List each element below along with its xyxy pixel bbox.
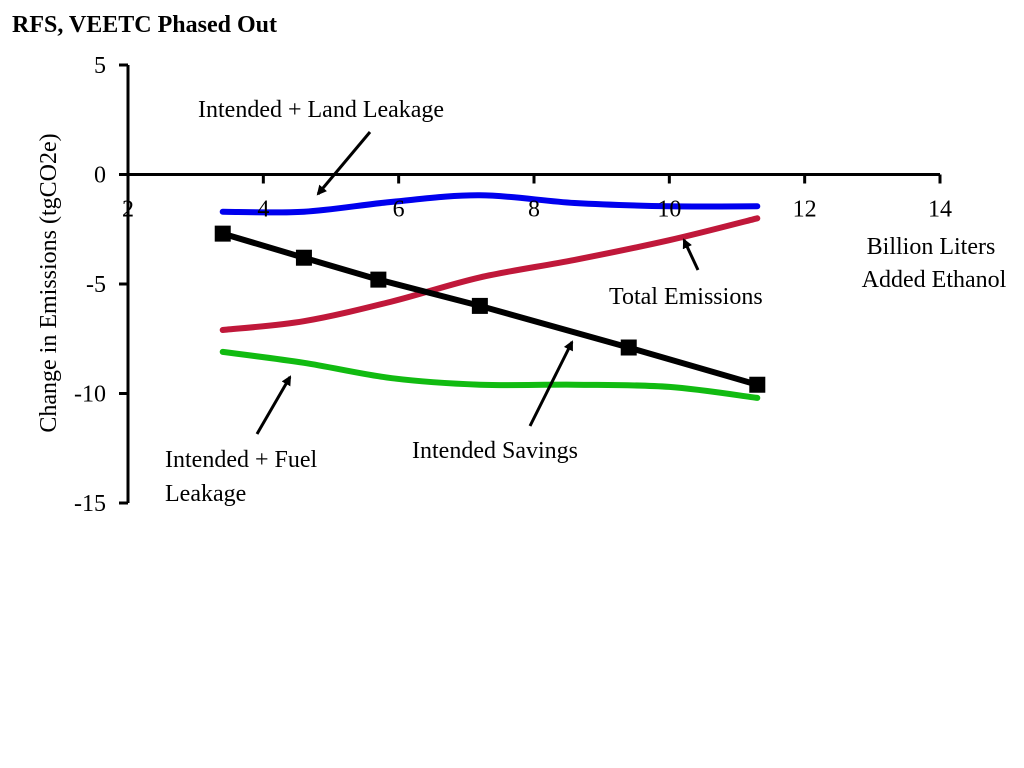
annotation-total-emissions: Total Emissions — [609, 284, 763, 310]
series-line-0 — [219, 192, 761, 216]
y-tick-label: 0 — [94, 163, 106, 189]
annotation-intended-savings: Intended Savings — [412, 438, 578, 464]
y-tick-label: -10 — [74, 382, 106, 408]
series-point-3 — [295, 249, 312, 266]
annotation-land-leakage: Intended + Land Leakage — [198, 97, 444, 123]
series-point-3 — [471, 297, 488, 314]
arrow-total-emissions — [682, 238, 700, 271]
x-tick-label: 8 — [528, 197, 540, 223]
arrow-fuel-leakage — [255, 375, 292, 435]
x-tick-label: 12 — [793, 197, 817, 223]
arrow-intended-savings — [528, 340, 574, 427]
series-line-1 — [219, 215, 761, 333]
series-line-2 — [219, 348, 761, 401]
series-point-3 — [749, 376, 766, 393]
x-tick-label: 4 — [257, 197, 269, 223]
x-axis-label-line-1: Billion Liters — [867, 234, 996, 260]
annotation-fuel-leakage: Intended + Fuel Leakage — [165, 447, 323, 507]
chart-title: RFS, VEETC Phased Out — [12, 12, 277, 38]
series-point-3 — [620, 339, 637, 356]
x-axis-label-line-2: Added Ethanol — [862, 267, 1007, 293]
series-layer — [214, 192, 766, 401]
x-tick-label: 14 — [928, 197, 952, 223]
x-tick-label: 2 — [122, 197, 134, 223]
arrow-land-leakage — [316, 131, 372, 196]
x-axis-label: Billion Liters Added Ethanol — [862, 234, 1007, 293]
y-axis-label: Change in Emissions (tgCO2e) — [36, 133, 62, 432]
axes — [119, 63, 942, 505]
x-tick-label: 6 — [393, 197, 405, 223]
annotation-fuel-line-2: Leakage — [165, 481, 246, 507]
series-point-3 — [214, 225, 231, 242]
y-tick-label: -5 — [86, 272, 106, 298]
y-tick-label: -15 — [74, 491, 106, 517]
series-point-3 — [370, 271, 387, 288]
annotation-fuel-line-1: Intended + Fuel — [165, 447, 318, 473]
tick-labels: 5 0 -5 -10 -15 2 4 6 8 10 12 14 — [74, 53, 952, 517]
y-tick-label: 5 — [94, 53, 106, 79]
x-tick-label: 10 — [657, 197, 681, 223]
series-line-3 — [219, 230, 761, 388]
